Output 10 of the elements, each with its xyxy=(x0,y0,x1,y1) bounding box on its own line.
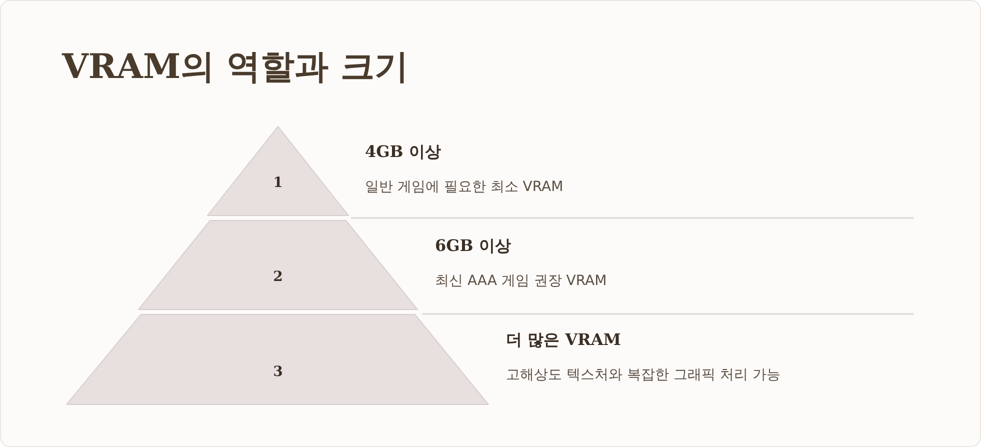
tier-heading: 4GB 이상 xyxy=(365,142,441,163)
layer-number: 1 xyxy=(273,175,283,191)
tier-description: 고해상도 텍스처와 복잡한 그래픽 처리 가능 xyxy=(506,366,780,384)
tier-heading: 6GB 이상 xyxy=(435,236,511,257)
layer-number: 3 xyxy=(273,364,283,380)
tier-description: 최신 AAA 게임 권장 VRAM xyxy=(435,272,607,290)
layer-number: 2 xyxy=(273,269,283,285)
tier-description: 일반 게임에 필요한 최소 VRAM xyxy=(365,178,564,196)
tier-heading: 더 많은 VRAM xyxy=(506,330,621,351)
title: VRAM의 역할과 크기 xyxy=(62,46,408,89)
